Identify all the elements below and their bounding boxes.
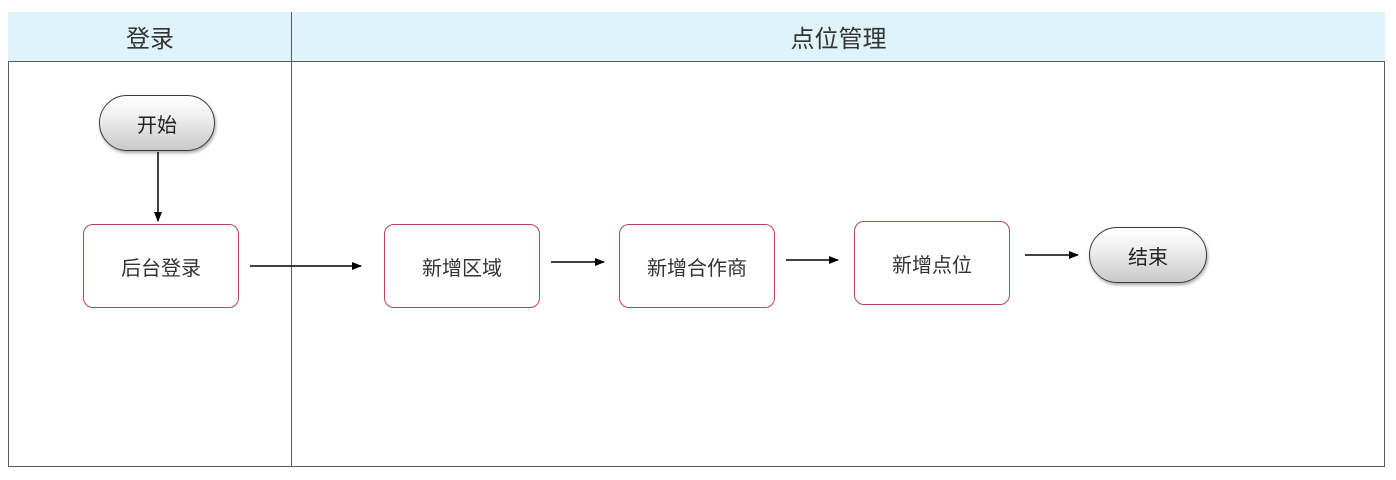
lane-divider (291, 12, 292, 467)
start-node: 开始 (99, 95, 215, 151)
process-add-point-label: 新增点位 (892, 252, 972, 277)
process-add-point: 新增点位 (854, 221, 1010, 305)
process-add-partner: 新增合作商 (619, 224, 775, 308)
end-node: 结束 (1089, 227, 1207, 283)
lane-title-point-management: 点位管理 (790, 25, 887, 53)
lane-header-point-management: 点位管理 (292, 12, 1385, 62)
process-add-partner-label: 新增合作商 (647, 255, 747, 280)
lane-header-login: 登录 (8, 12, 292, 62)
end-label: 结束 (1128, 244, 1168, 269)
lane-title-login: 登录 (126, 25, 174, 53)
process-add-area-label: 新增区域 (422, 255, 502, 280)
start-label: 开始 (137, 112, 177, 137)
process-add-area: 新增区域 (384, 224, 540, 308)
process-login: 后台登录 (83, 224, 239, 308)
process-login-label: 后台登录 (121, 255, 201, 280)
